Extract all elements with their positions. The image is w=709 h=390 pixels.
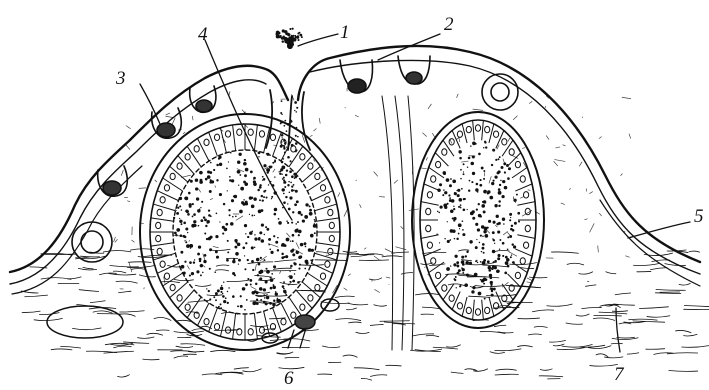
secretion-spray (276, 28, 303, 211)
septum (382, 96, 414, 350)
label-6: 6 (284, 368, 294, 389)
label-5: 5 (694, 206, 704, 227)
label-3: 3 (115, 68, 126, 89)
left-alveolus (140, 114, 350, 350)
label-7: 7 (614, 364, 625, 385)
label-1: 1 (340, 22, 350, 43)
connective-tissue-fibers (21, 88, 709, 380)
label-4: 4 (198, 24, 208, 45)
label-2: 2 (444, 14, 454, 35)
right-alveolus (412, 112, 544, 328)
